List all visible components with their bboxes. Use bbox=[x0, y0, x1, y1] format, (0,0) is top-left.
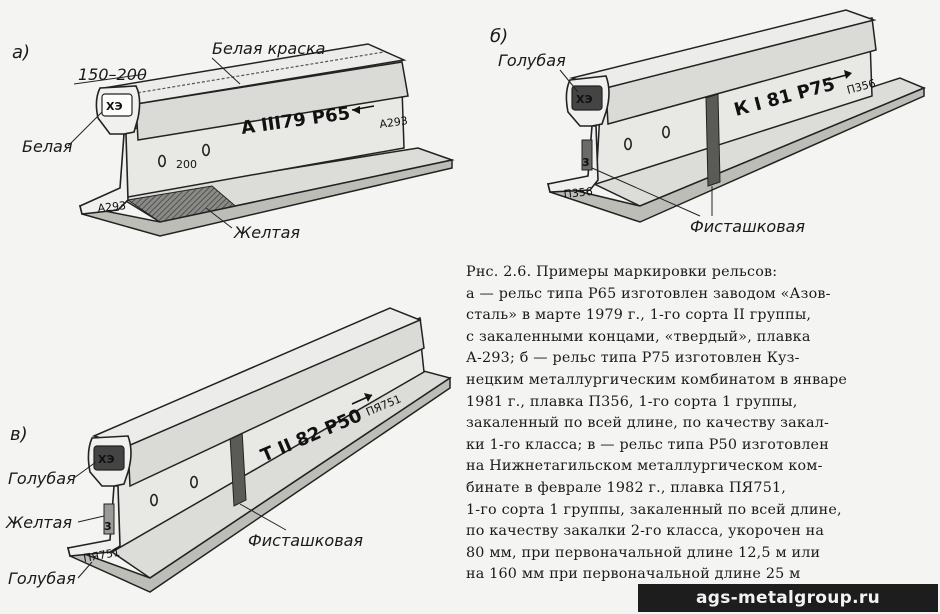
rail-c-web-color-label: Желтая bbox=[5, 513, 72, 532]
caption-line: по качеству закалки 2-го класса, укороче… bbox=[466, 523, 825, 540]
panel-a-letter: а) bbox=[12, 42, 30, 63]
rail-a-bolt-hole-1 bbox=[158, 154, 167, 168]
rail-a-bolt-hole-2 bbox=[202, 143, 211, 157]
rail-c: ХЭ 3 Т II 82 Р50 ПЯ751 ПЯ751 в) Голубая … bbox=[5, 307, 452, 593]
rail-b-band-leader-2 bbox=[591, 167, 701, 217]
rail-a-paint-label: Белая краска bbox=[212, 39, 325, 58]
rail-a-end-white-mark bbox=[101, 93, 133, 117]
caption-line: закаленный по всей длине, по качеству за… bbox=[466, 415, 830, 432]
caption-line: на 160 мм при первоначальной длине 25 м bbox=[466, 566, 801, 583]
rail-a-foot-color-label: Желтая bbox=[233, 223, 300, 242]
rail-a-paint-leader bbox=[211, 57, 241, 85]
panel-c-letter: в) bbox=[10, 424, 28, 445]
caption-line: 80 мм, при первоначальной длине 12,5 м и… bbox=[466, 544, 821, 561]
rail-b-arrow-head bbox=[844, 70, 852, 79]
caption-line: с закаленными концами, «твердый», плавка bbox=[466, 328, 811, 345]
rail-c-web-yellow-band bbox=[103, 503, 115, 535]
rail-a-end-color-label: Белая bbox=[22, 137, 73, 156]
rail-a-heat-number: А293 bbox=[379, 114, 409, 131]
rail-a-end-stamp: ХЭ bbox=[106, 100, 123, 113]
rail-c-end-color-label: Голубая bbox=[8, 469, 76, 488]
rail-a-end-heat: А293 bbox=[97, 199, 127, 215]
rail-b-end-stamp: ХЭ bbox=[576, 93, 593, 106]
rail-b-end-heat: П356 bbox=[563, 185, 593, 201]
rail-b-end-blue-mark bbox=[571, 85, 603, 111]
rail-a-dimension-line bbox=[73, 73, 147, 85]
rail-a-hole-spacing: 200 bbox=[176, 158, 197, 171]
caption-line: бинате в феврале 1982 г., плавка ПЯ751, bbox=[466, 479, 787, 496]
rail-a-end-profile bbox=[79, 85, 141, 215]
rail-c-end-color-leader bbox=[73, 461, 97, 479]
rail-b-bolt-hole-1 bbox=[623, 137, 632, 151]
watermark: ags-metalgroup.ru bbox=[638, 584, 938, 612]
rail-a-head-side bbox=[135, 61, 409, 141]
rail-b-end-color-label: Голубая bbox=[498, 51, 566, 70]
rail-c-end-stamp: ХЭ bbox=[98, 453, 115, 466]
rail-c-end-heat: ПЯ751 bbox=[82, 546, 121, 565]
caption-line: 1-го сорта 1 группы, закаленный по всей … bbox=[466, 501, 842, 518]
rail-a: ХЭ А III79 Р65 А293 200 А293 а) 150–200 … bbox=[12, 39, 455, 242]
rail-b-web-band bbox=[581, 139, 593, 171]
rail-c-end-blue-mark bbox=[93, 445, 125, 471]
caption-line: а — рельс типа Р65 изготовлен заводом «А… bbox=[466, 285, 831, 302]
rail-c-foot-color-label: Голубая bbox=[8, 569, 76, 588]
caption-line: А-293; б — рельс типа Р75 изготовлен Куз… bbox=[466, 350, 800, 367]
rail-b: ХЭ 3 К I 81 Р75 П356 П356 б) Голубая Фис… bbox=[490, 9, 926, 236]
rail-a-arrow-head bbox=[352, 106, 360, 114]
rail-a-end-color-leader bbox=[67, 111, 103, 147]
rail-c-band-leader bbox=[239, 503, 287, 531]
rail-c-bolt-hole-2 bbox=[190, 475, 199, 489]
rail-b-band-label: Фисташковая bbox=[690, 217, 805, 236]
rail-b-pistachio-band bbox=[705, 93, 721, 187]
caption-line: ки 1-го класса; в — рельс типа Р50 изгот… bbox=[466, 436, 829, 453]
panel-b-letter: б) bbox=[490, 26, 508, 47]
caption-line: Рнс. 2.6. Примеры маркировки рельсов: bbox=[466, 264, 778, 280]
rail-a-foot-color-leader bbox=[205, 207, 233, 229]
rail-b-end-color-leader bbox=[559, 69, 579, 93]
caption-line: нецким металлургическим комбинатом в янв… bbox=[466, 371, 848, 388]
rail-b-grade-mark: 3 bbox=[582, 156, 590, 169]
figure-caption: Рнс. 2.6. Примеры маркировки рельсов: а … bbox=[466, 262, 928, 586]
rail-c-web-color-leader bbox=[77, 515, 105, 523]
rail-c-bolt-hole-1 bbox=[150, 493, 159, 507]
rail-c-grade-mark: 3 bbox=[104, 520, 112, 533]
rail-b-bolt-hole-2 bbox=[661, 125, 670, 139]
caption-line: сталь» в марте 1979 г., 1-го сорта II гр… bbox=[466, 307, 812, 324]
rail-c-foot-color-leader bbox=[77, 561, 93, 579]
rail-c-band-label: Фисташковая bbox=[248, 531, 363, 550]
rail-c-arrow-head bbox=[364, 393, 372, 402]
caption-line: на Нижнетагильском металлургическом ком- bbox=[466, 458, 823, 475]
caption-line: 1981 г., плавка П356, 1-го сорта 1 групп… bbox=[466, 393, 798, 410]
rail-a-dimension: 150–200 bbox=[78, 65, 147, 84]
